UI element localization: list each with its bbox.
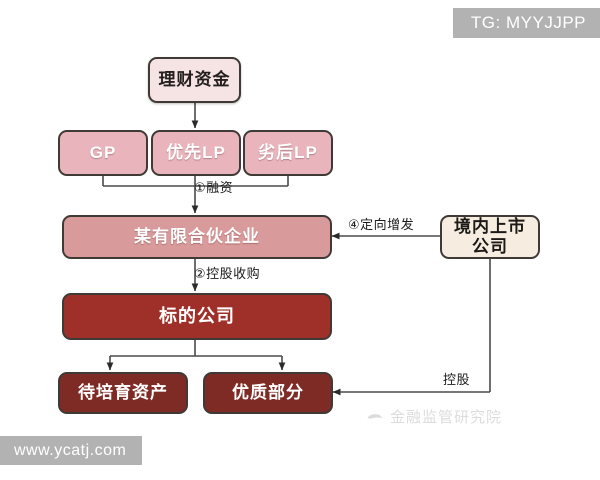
watermark-bottom-left-text: www.ycatj.com (14, 441, 127, 459)
watermark-center-logo: 金融监管研究院 (366, 406, 502, 427)
node-listed-company[interactable]: 境内上市公司 (440, 215, 540, 259)
edge-label-private-placement: ④定向增发 (348, 217, 415, 232)
node-senior-lp-label: 优先LP (166, 143, 226, 163)
node-quality-assets[interactable]: 优质部分 (203, 372, 333, 414)
node-gp[interactable]: GP (58, 130, 148, 176)
node-quality-assets-label: 优质部分 (232, 383, 304, 403)
node-incubating-assets-label: 待培育资产 (78, 383, 168, 403)
node-funds[interactable]: 理财资金 (148, 57, 241, 103)
watermark-center-logo-text: 金融监管研究院 (390, 409, 503, 426)
watermark-bottom-left: www.ycatj.com (0, 436, 143, 465)
node-partnership[interactable]: 某有限合伙企业 (62, 215, 332, 259)
edge-label-holding: 控股 (443, 372, 471, 387)
edge-label-financing: ①融资 (194, 180, 234, 195)
edge-label-controlling-acquisition: ②控股收购 (194, 266, 261, 281)
node-gp-label: GP (89, 143, 117, 163)
watermark-top-right: TG: MYYJJPP (452, 8, 600, 38)
node-target-company[interactable]: 标的公司 (62, 293, 332, 340)
node-partnership-label: 某有限合伙企业 (134, 227, 260, 247)
node-funds-label: 理财资金 (158, 70, 231, 90)
node-target-company-label: 标的公司 (159, 306, 235, 327)
node-senior-lp[interactable]: 优先LP (151, 130, 241, 176)
watermark-top-right-text: TG: MYYJJPP (470, 13, 586, 32)
node-junior-lp-label: 劣后LP (258, 143, 318, 163)
node-incubating-assets[interactable]: 待培育资产 (58, 372, 188, 414)
bird-logo-icon (367, 413, 383, 419)
node-listed-company-label: 境内上市公司 (454, 217, 526, 256)
node-junior-lp[interactable]: 劣后LP (243, 130, 333, 176)
